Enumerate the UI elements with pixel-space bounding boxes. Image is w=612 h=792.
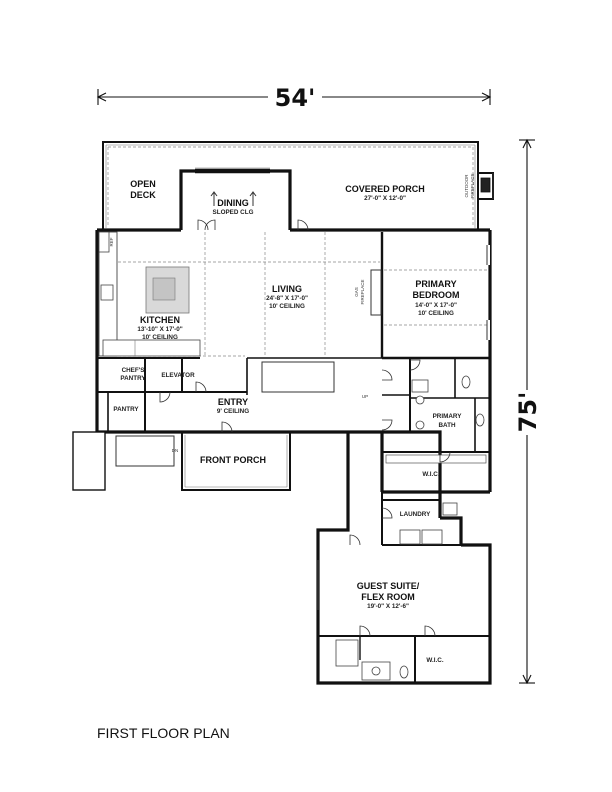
living-size: 24'-8" X 17'-0" — [266, 295, 308, 302]
bedroom-windows — [486, 245, 490, 340]
primary-bedroom-size: 14'-0" X 17'-0" — [415, 302, 457, 309]
doors — [159, 219, 451, 637]
gas-fireplace-label-1: GAS — [354, 287, 359, 297]
primary-bedroom-label-2: BEDROOM — [413, 290, 460, 300]
rear-porch-outline — [102, 141, 494, 230]
width-dimension-label: 54' — [275, 84, 316, 112]
primary-bath-label-2: BATH — [438, 422, 455, 429]
guest-bath-fixtures — [317, 560, 409, 681]
guest-suite-label-1: GUEST SUITE/ — [357, 581, 420, 591]
guest-suite-label-2: FLEX ROOM — [361, 592, 415, 602]
guest-wic-label: W.I.C. — [426, 657, 443, 664]
exterior-walls — [95, 228, 492, 685]
front-stair — [72, 431, 175, 491]
primary-bath-label-1: PRIMARY — [433, 413, 463, 420]
primary-bath-fixtures — [385, 375, 487, 464]
stair-down-label: DN — [172, 448, 179, 453]
living-label: LIVING — [272, 284, 302, 294]
outdoor-fireplace-label-1: OUTDOOR — [464, 174, 469, 198]
depth-dimension: 75' — [514, 138, 542, 685]
outdoor-fireplace-label-2: FIREPLACE — [470, 173, 475, 198]
primary-bedroom-label-1: PRIMARY — [415, 279, 456, 289]
open-deck-label-2: DECK — [130, 190, 156, 200]
kitchen-ceiling: 10' CEILING — [142, 334, 178, 341]
living-ceiling: 10' CEILING — [269, 303, 305, 310]
entry-ceiling: 9' CEILING — [217, 408, 249, 415]
refrigerator — [98, 231, 110, 253]
depth-dimension-label: 75' — [514, 392, 542, 433]
main-stair — [261, 361, 335, 393]
dining-bump — [179, 167, 292, 230]
guest-suite-size: 19'-0" X 12'-6" — [367, 603, 409, 610]
covered-porch-size: 27'-0" X 12'-0" — [364, 195, 406, 202]
pantry-label: PANTRY — [113, 406, 139, 413]
primary-bedroom-ceiling: 10' CEILING — [418, 310, 454, 317]
dining-label: DINING — [217, 198, 249, 208]
gas-fireplace-label-2: FIREPLACE — [360, 279, 365, 304]
gas-fireplace — [370, 269, 382, 316]
kitchen-size: 13'-10" X 17'-0" — [137, 326, 182, 333]
interior-walls — [97, 232, 490, 683]
ref-label: REF — [109, 237, 114, 246]
stair-up-label: UP — [362, 394, 368, 399]
plan-title: FIRST FLOOR PLAN — [97, 725, 230, 741]
width-dimension: 54' — [96, 84, 492, 112]
laundry-label: LAUNDRY — [400, 511, 431, 518]
chefs-pantry-label-2: PANTRY — [120, 375, 146, 382]
primary-wic-label: W.I.C. — [422, 471, 439, 478]
kitchen-details — [98, 231, 201, 357]
dining-note: SLOPED CLG — [213, 209, 254, 216]
kitchen-sink — [100, 284, 114, 301]
covered-porch-label: COVERED PORCH — [345, 184, 425, 194]
kitchen-label: KITCHEN — [140, 315, 180, 325]
entry-label: ENTRY — [218, 397, 248, 407]
elevator-label: ELEVATOR — [161, 372, 195, 379]
front-porch-label: FRONT PORCH — [200, 455, 266, 465]
chefs-pantry-label-1: CHEF'S — [122, 367, 145, 374]
room-labels: OPEN DECK DINING SLOPED CLG COVERED PORC… — [109, 173, 475, 664]
open-deck-label-1: OPEN — [130, 179, 156, 189]
laundry-fixtures — [399, 502, 458, 545]
